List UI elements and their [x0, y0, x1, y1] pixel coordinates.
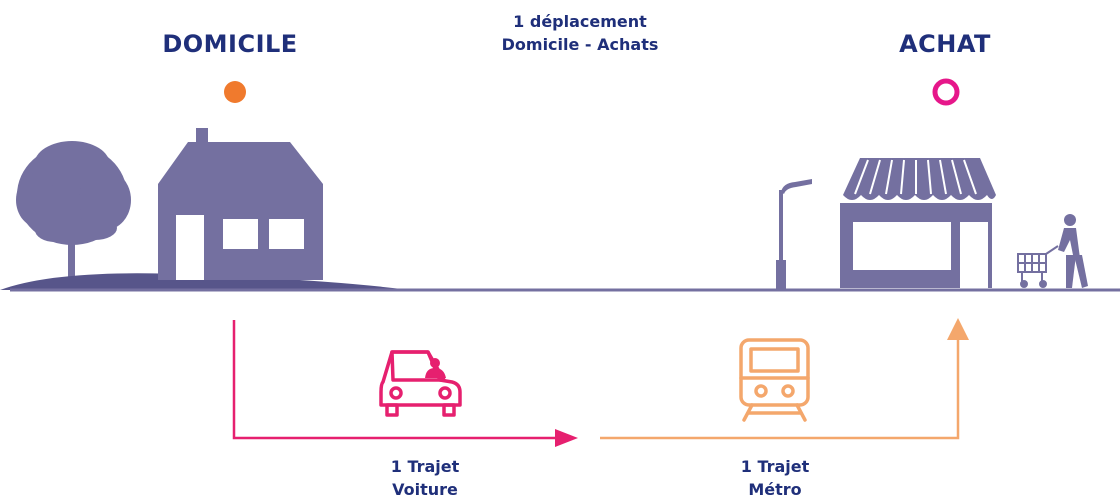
trip-caption: 1 déplacement Domicile - Achats [440, 10, 720, 56]
street-lamp-icon [776, 179, 812, 289]
destination-label: ACHAT [899, 30, 991, 58]
metro-segment-line1: 1 Trajet [740, 457, 810, 476]
car-route-arrowhead [555, 429, 578, 447]
trip-caption-line2: Domicile - Achats [501, 35, 659, 54]
hill [0, 273, 410, 290]
house-icon [158, 128, 323, 280]
car-segment-line2: Voiture [392, 480, 458, 499]
car-route-line [232, 320, 555, 440]
train-icon [739, 338, 810, 422]
origin-label: DOMICILE [162, 30, 298, 58]
metro-route-line [600, 338, 960, 440]
shop-icon [840, 158, 996, 288]
trip-caption-line1: 1 déplacement [513, 12, 647, 31]
metro-segment-line2: Métro [748, 480, 802, 499]
car-segment-caption: 1 Trajet Voiture [325, 455, 525, 501]
car-segment-line1: 1 Trajet [390, 457, 460, 476]
trip-line [224, 78, 960, 106]
tree-icon [16, 141, 131, 285]
shopping-cart-icon [1017, 245, 1059, 288]
car-icon [379, 350, 462, 417]
metro-route-arrowhead [947, 318, 969, 340]
origin-dot [224, 81, 246, 103]
destination-ring [932, 78, 960, 106]
shopper-icon [1058, 214, 1088, 288]
metro-segment-caption: 1 Trajet Métro [675, 455, 875, 501]
